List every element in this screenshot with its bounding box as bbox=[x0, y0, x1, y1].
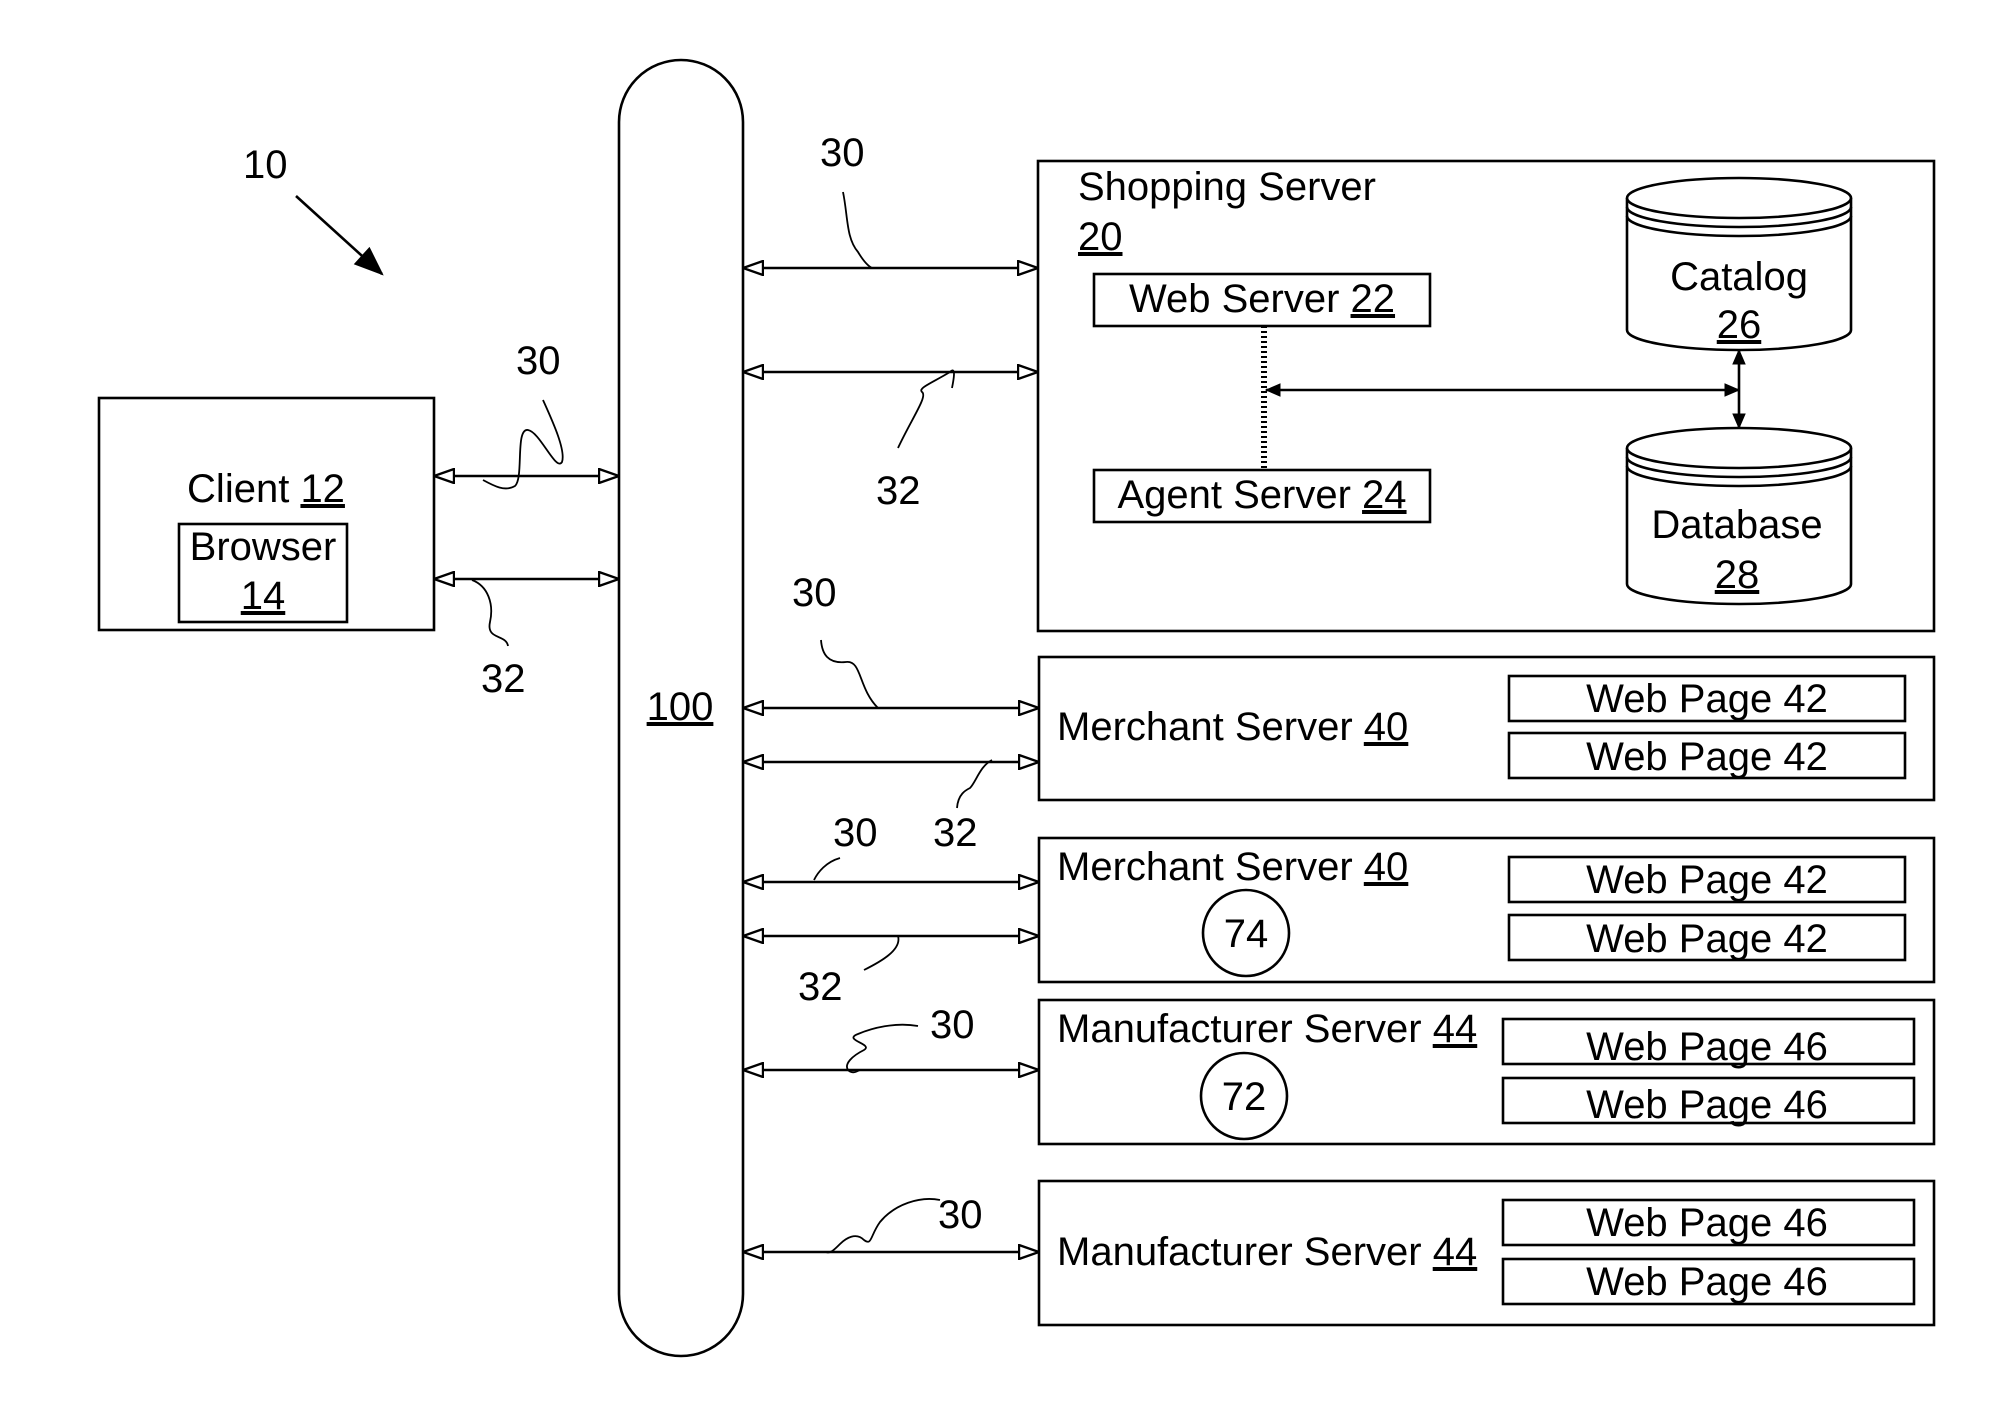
merchant-1-30-leader bbox=[821, 640, 878, 708]
shopping-server-label: Shopping Server bbox=[1078, 165, 1376, 209]
merchant-server-2-title: Merchant Server 40 bbox=[1057, 845, 1408, 889]
merchant-2-30-label: 30 bbox=[833, 811, 878, 855]
shopping-server-ref: 20 bbox=[1078, 215, 1123, 259]
agent-server-label: Agent Server bbox=[1117, 473, 1350, 517]
merchant-1-30-label: 30 bbox=[792, 571, 837, 615]
merchant-1-webpage-1-label: Web Page 42 bbox=[1586, 677, 1828, 721]
manufacturer-1-webpage-2-label: Web Page 46 bbox=[1586, 1083, 1828, 1127]
merchant-server-1-title: Merchant Server 40 bbox=[1057, 705, 1408, 749]
catalog-ref: 26 bbox=[1717, 303, 1762, 347]
manufacturer-2-30-label: 30 bbox=[938, 1193, 983, 1237]
manufacturer-1-30-label: 30 bbox=[930, 1003, 975, 1047]
manufacturer-server-1-title: Manufacturer Server 44 bbox=[1057, 1007, 1477, 1051]
figure-ref-arrow bbox=[296, 196, 382, 274]
manufacturer-server-2-ref: 44 bbox=[1433, 1230, 1478, 1274]
manufacturer-1-circle-label: 72 bbox=[1222, 1075, 1267, 1119]
manufacturer-1-webpage-1-label: Web Page 46 bbox=[1586, 1025, 1828, 1069]
merchant-1-32-leader bbox=[957, 760, 992, 808]
client-32-label: 32 bbox=[481, 657, 526, 701]
database-ref: 28 bbox=[1715, 553, 1760, 597]
merchant-2-webpage-2-label: Web Page 42 bbox=[1586, 917, 1828, 961]
manufacturer-server-2-title: Manufacturer Server 44 bbox=[1057, 1230, 1477, 1274]
manufacturer-2-webpage-1-label: Web Page 46 bbox=[1586, 1201, 1828, 1245]
browser-ref: 14 bbox=[241, 574, 286, 618]
shopping-30-leader bbox=[843, 192, 872, 268]
client-label: Client bbox=[187, 467, 289, 511]
web-server-label: Web Server bbox=[1129, 277, 1339, 321]
agent-server-title: Agent Server 24 bbox=[1117, 473, 1406, 517]
client-32-leader bbox=[472, 580, 508, 646]
merchant-server-1-label: Merchant Server bbox=[1057, 705, 1353, 749]
client-title: Client 12 bbox=[187, 467, 345, 511]
network-ref: 100 bbox=[647, 685, 714, 729]
catalog-label: Catalog bbox=[1670, 255, 1808, 299]
client-30-label: 30 bbox=[516, 339, 561, 383]
manufacturer-1-30-leader bbox=[847, 1025, 918, 1073]
manufacturer-2-30-leader bbox=[826, 1199, 940, 1253]
merchant-2-32-leader bbox=[864, 936, 898, 970]
merchant-1-webpage-2-label: Web Page 42 bbox=[1586, 735, 1828, 779]
merchant-server-2-label: Merchant Server bbox=[1057, 845, 1353, 889]
manufacturer-2-webpage-2-label: Web Page 46 bbox=[1586, 1260, 1828, 1304]
manufacturer-server-1-label: Manufacturer Server bbox=[1057, 1007, 1422, 1051]
manufacturer-server-1-ref: 44 bbox=[1433, 1007, 1478, 1051]
browser-label: Browser bbox=[190, 525, 337, 569]
web-server-title: Web Server 22 bbox=[1129, 277, 1395, 321]
shopping-30-label: 30 bbox=[820, 131, 865, 175]
merchant-2-circle-label: 74 bbox=[1224, 912, 1269, 956]
manufacturer-server-2-label: Manufacturer Server bbox=[1057, 1230, 1422, 1274]
agent-server-ref: 24 bbox=[1362, 473, 1407, 517]
merchant-server-2-ref: 40 bbox=[1364, 845, 1409, 889]
figure-ref-label: 10 bbox=[243, 143, 288, 187]
web-server-ref: 22 bbox=[1351, 277, 1396, 321]
client-ref: 12 bbox=[300, 467, 345, 511]
database-label: Database bbox=[1651, 503, 1822, 547]
merchant-2-webpage-1-label: Web Page 42 bbox=[1586, 858, 1828, 902]
merchant-server-1-ref: 40 bbox=[1364, 705, 1409, 749]
merchant-2-32-label: 32 bbox=[798, 965, 843, 1009]
shopping-32-label: 32 bbox=[876, 469, 921, 513]
merchant-2-30-leader bbox=[814, 858, 840, 880]
merchant-1-32-label: 32 bbox=[933, 811, 978, 855]
shopping-32-leader bbox=[898, 370, 954, 448]
